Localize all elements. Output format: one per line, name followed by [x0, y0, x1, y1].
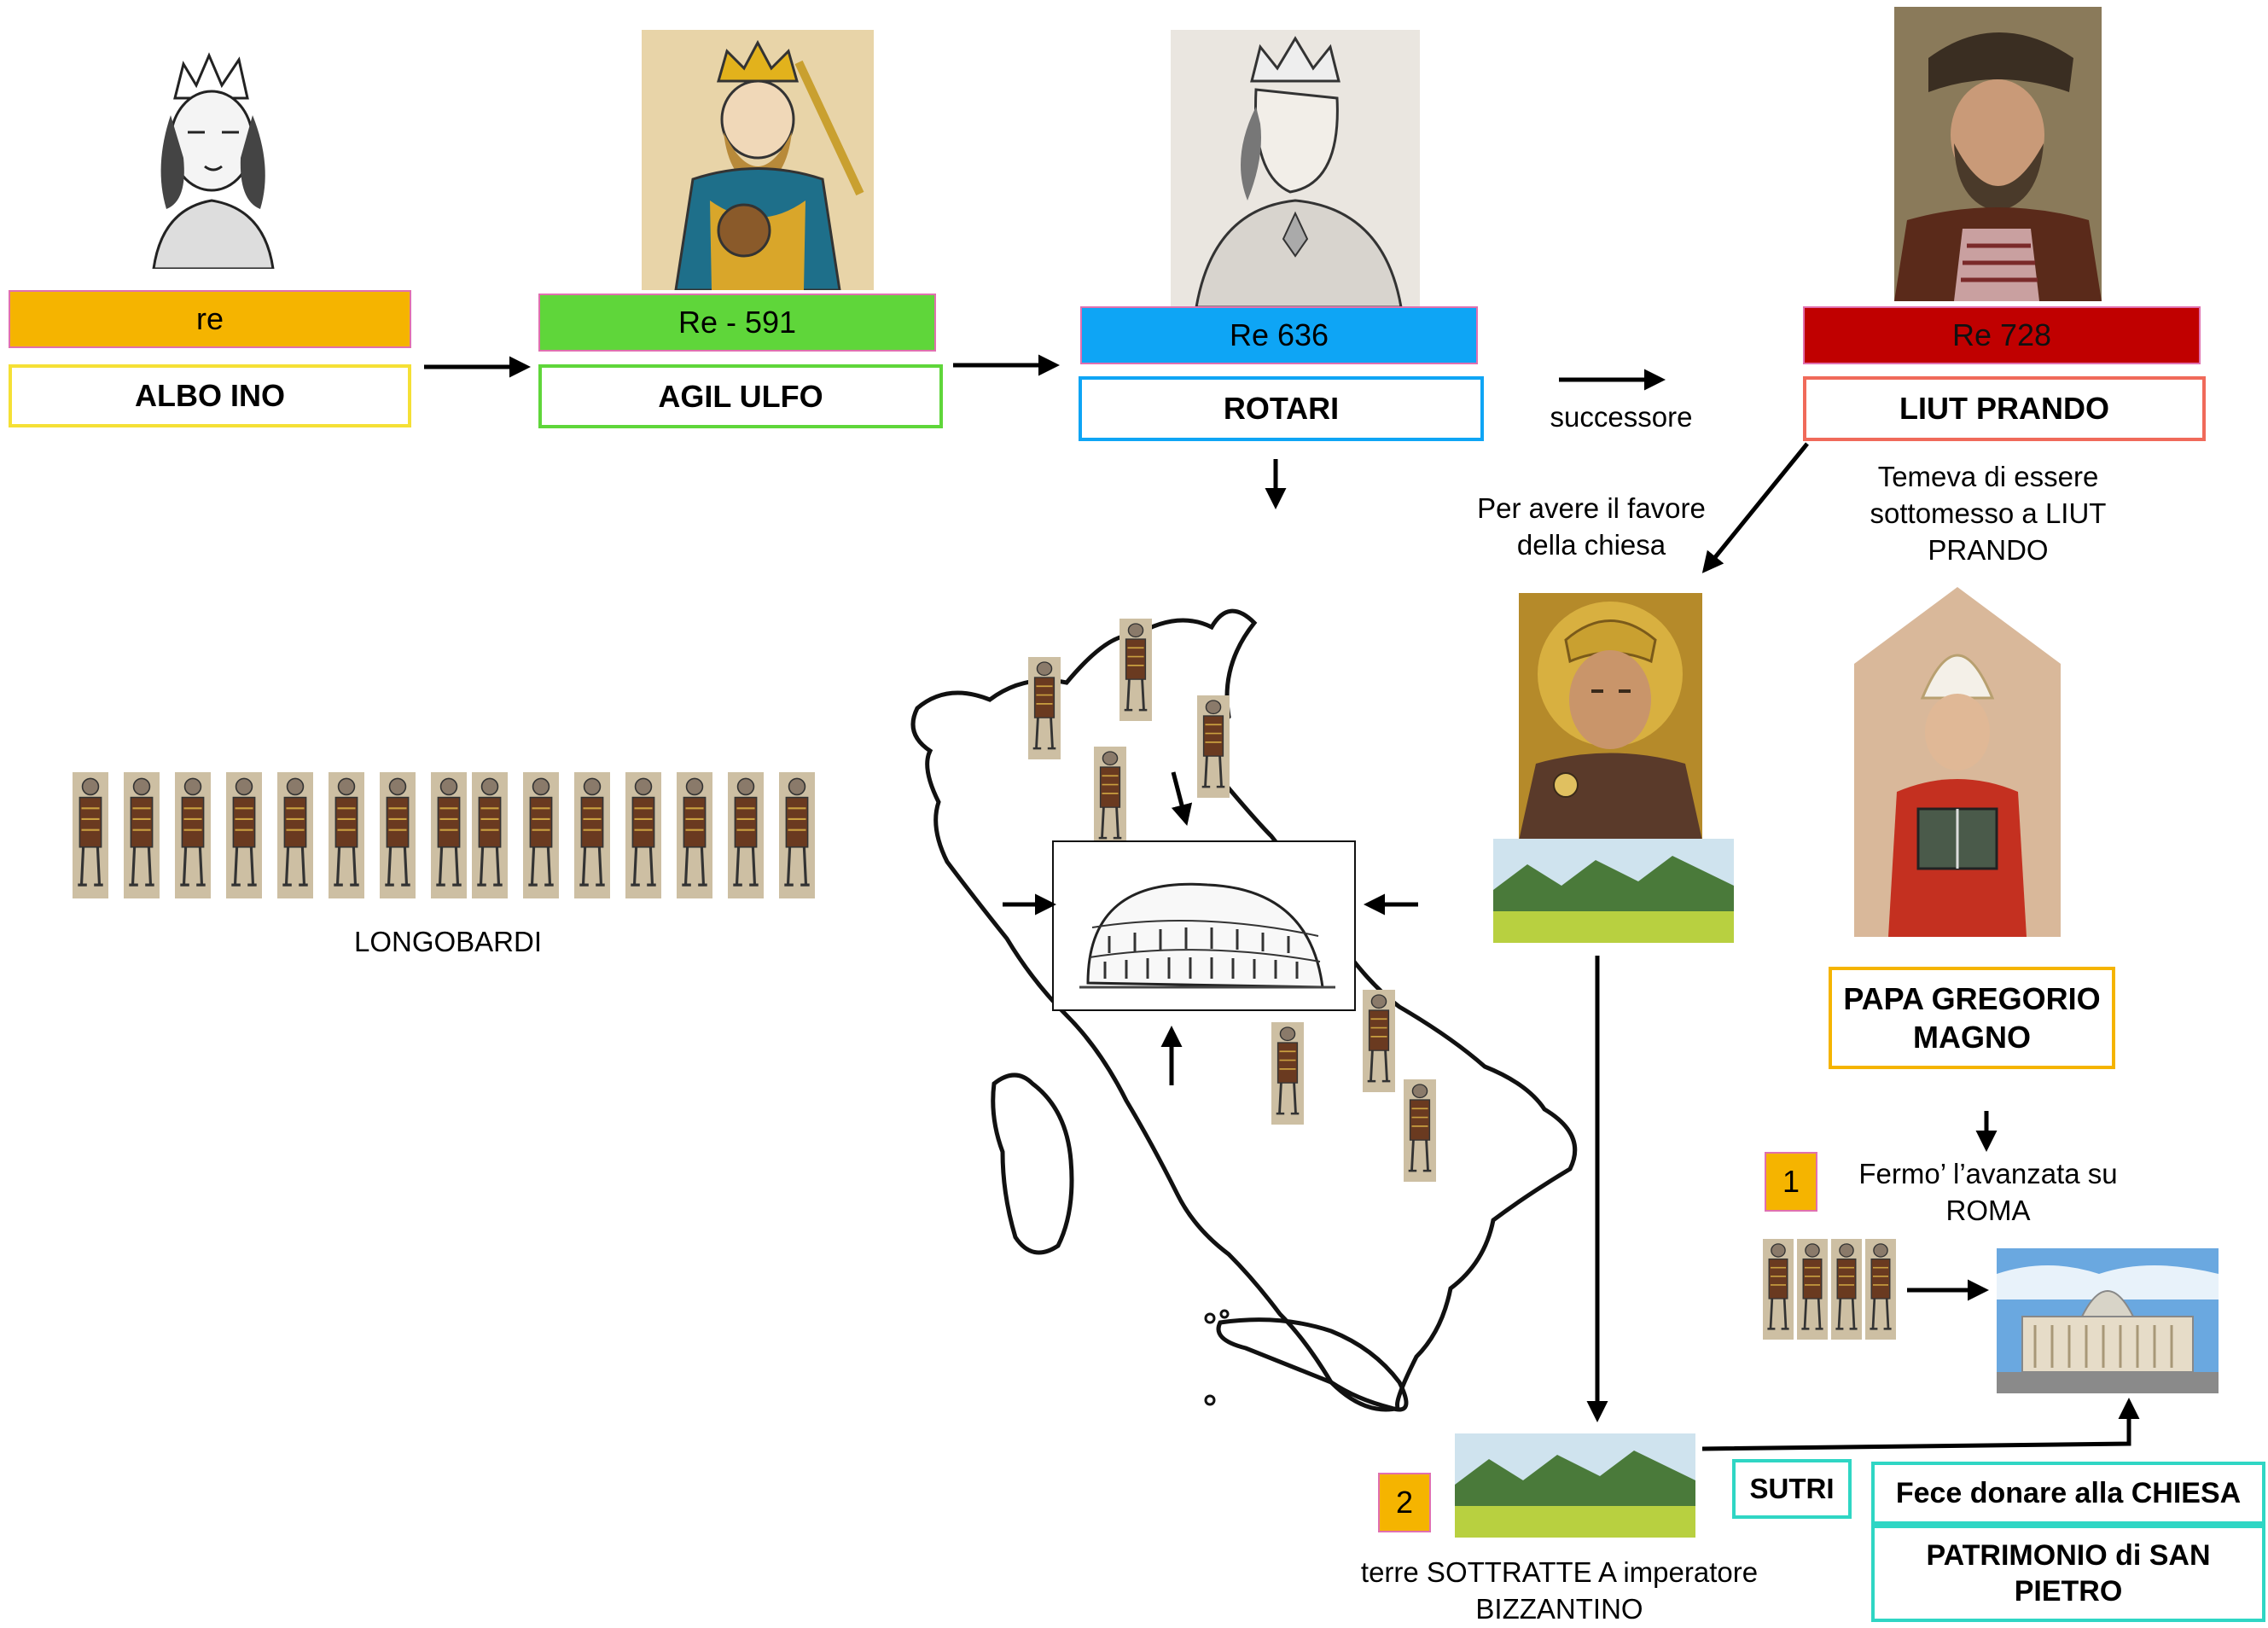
landscape-image-top [1493, 839, 1734, 943]
sicily-outline [1216, 1317, 1409, 1412]
rotari-portrait [1171, 30, 1420, 307]
warriors-group-rome [1763, 1239, 1908, 1341]
longobard-warrior-icon [625, 772, 661, 898]
terre-label: terre SOTTRATTE A imperatore BIZZANTINO [1314, 1555, 1805, 1628]
longobard-warrior-icon [73, 772, 108, 898]
pope-name-box: PAPA GREGORIO MAGNO [1829, 967, 2115, 1069]
longobard-warrior-icon [175, 772, 211, 898]
byzantine-emperor-image [1519, 593, 1702, 840]
longobard-warrior-icon [779, 772, 815, 898]
rome-warriors-inner [1763, 1239, 1908, 1341]
terre-line-1: terre SOTTRATTE A imperatore [1360, 1556, 1759, 1588]
longobard-warrior-icon [1831, 1239, 1862, 1340]
per-avere-line-2: della chiesa [1516, 528, 1666, 561]
successore-label: successore [1550, 401, 1693, 433]
longobard-warrior-icon [431, 772, 467, 898]
pope-name-line-1: PAPA GREGORIO [1843, 981, 2101, 1016]
patrimonio-line-1: PATRIMONIO di SAN [1926, 1538, 2211, 1572]
pope-image [1854, 587, 2061, 937]
arrow-landscape-to-basilica [1701, 1398, 2140, 1451]
longobard-warrior-icon [1865, 1239, 1896, 1340]
fermo-line-2: ROMA [1945, 1194, 2031, 1226]
landscape-image-bottom [1455, 1433, 1695, 1538]
albo-ino-portrait [102, 38, 329, 269]
longobardi-label: LONGOBARDI [353, 926, 543, 957]
longobard-warrior-icon [728, 772, 764, 898]
temeva-line-2: sottomesso a LIUT [1870, 497, 2107, 529]
st-peters-basilica-image [1997, 1248, 2219, 1393]
number-badge-2: 2 [1378, 1473, 1431, 1532]
patrimonio-line-2: PIETRO [2014, 1575, 2123, 1608]
longobard-warrior-icon [124, 772, 160, 898]
per-avere-line-1: Per avere il favore [1477, 492, 1706, 524]
longobardi-warriors-row [73, 772, 823, 900]
king-tag-agil-ulfo: Re - 591 [538, 294, 936, 352]
fece-donare-box: Fece donare alla CHIESA [1871, 1462, 2265, 1525]
longobard-warrior-icon [1797, 1239, 1828, 1340]
fermo-label: Fermo’ l’avanzata su ROMA [1826, 1156, 2150, 1230]
colosseum-image [1052, 840, 1356, 1011]
longobard-warrior-icon [329, 772, 364, 898]
longobard-warrior-icon [1763, 1239, 1794, 1340]
king-tag-albo-ino: re [9, 290, 411, 348]
terre-line-2: BIZZANTINO [1475, 1592, 1643, 1625]
sardinia-outline [991, 1073, 1074, 1255]
longobard-warrior-icon [1197, 695, 1230, 798]
king-name-liut-prando: LIUT PRANDO [1803, 376, 2206, 441]
liut-prando-portrait [1894, 7, 2102, 301]
agil-ulfo-portrait [642, 30, 874, 290]
king-tag-liut-prando: Re 728 [1803, 306, 2201, 364]
longobard-warrior-icon [677, 772, 712, 898]
pope-name-line-2: MAGNO [1913, 1020, 2031, 1055]
longobard-warrior-icon [523, 772, 559, 898]
king-tag-rotari: Re 636 [1080, 306, 1478, 364]
longobard-warrior-icon [1028, 657, 1061, 759]
fermo-line-1: Fermo’ l’avanzata su [1858, 1158, 2118, 1189]
longobard-warrior-icon [1094, 747, 1126, 849]
number-badge-1: 1 [1765, 1152, 1817, 1212]
longobard-warrior-icon [380, 772, 416, 898]
per-avere-label: Per avere il favore della chiesa [1433, 491, 1749, 564]
longobard-warrior-icon [1404, 1079, 1436, 1182]
longobard-warrior-icon [1363, 990, 1395, 1092]
sutri-box: SUTRI [1732, 1459, 1852, 1519]
patrimonio-box: PATRIMONIO di SAN PIETRO [1871, 1525, 2265, 1622]
longobard-warrior-icon [1271, 1022, 1304, 1125]
temeva-label: Temeva di essere sottomesso a LIUT PRAND… [1817, 459, 2159, 569]
temeva-line-1: Temeva di essere [1877, 461, 2099, 492]
warrior-row-inner [73, 772, 823, 900]
longobard-warrior-icon [574, 772, 610, 898]
longobard-warrior-icon [1119, 619, 1152, 721]
king-name-agil-ulfo: AGIL ULFO [538, 364, 943, 428]
king-name-albo-ino: ALBO INO [9, 364, 411, 427]
arrow-north-to-colosseum [1171, 771, 1193, 826]
longobard-warrior-icon [472, 772, 508, 898]
temeva-line-3: PRANDO [1928, 533, 2049, 566]
king-name-rotari: ROTARI [1079, 376, 1484, 441]
longobard-warrior-icon [226, 772, 262, 898]
longobard-warrior-icon [277, 772, 313, 898]
